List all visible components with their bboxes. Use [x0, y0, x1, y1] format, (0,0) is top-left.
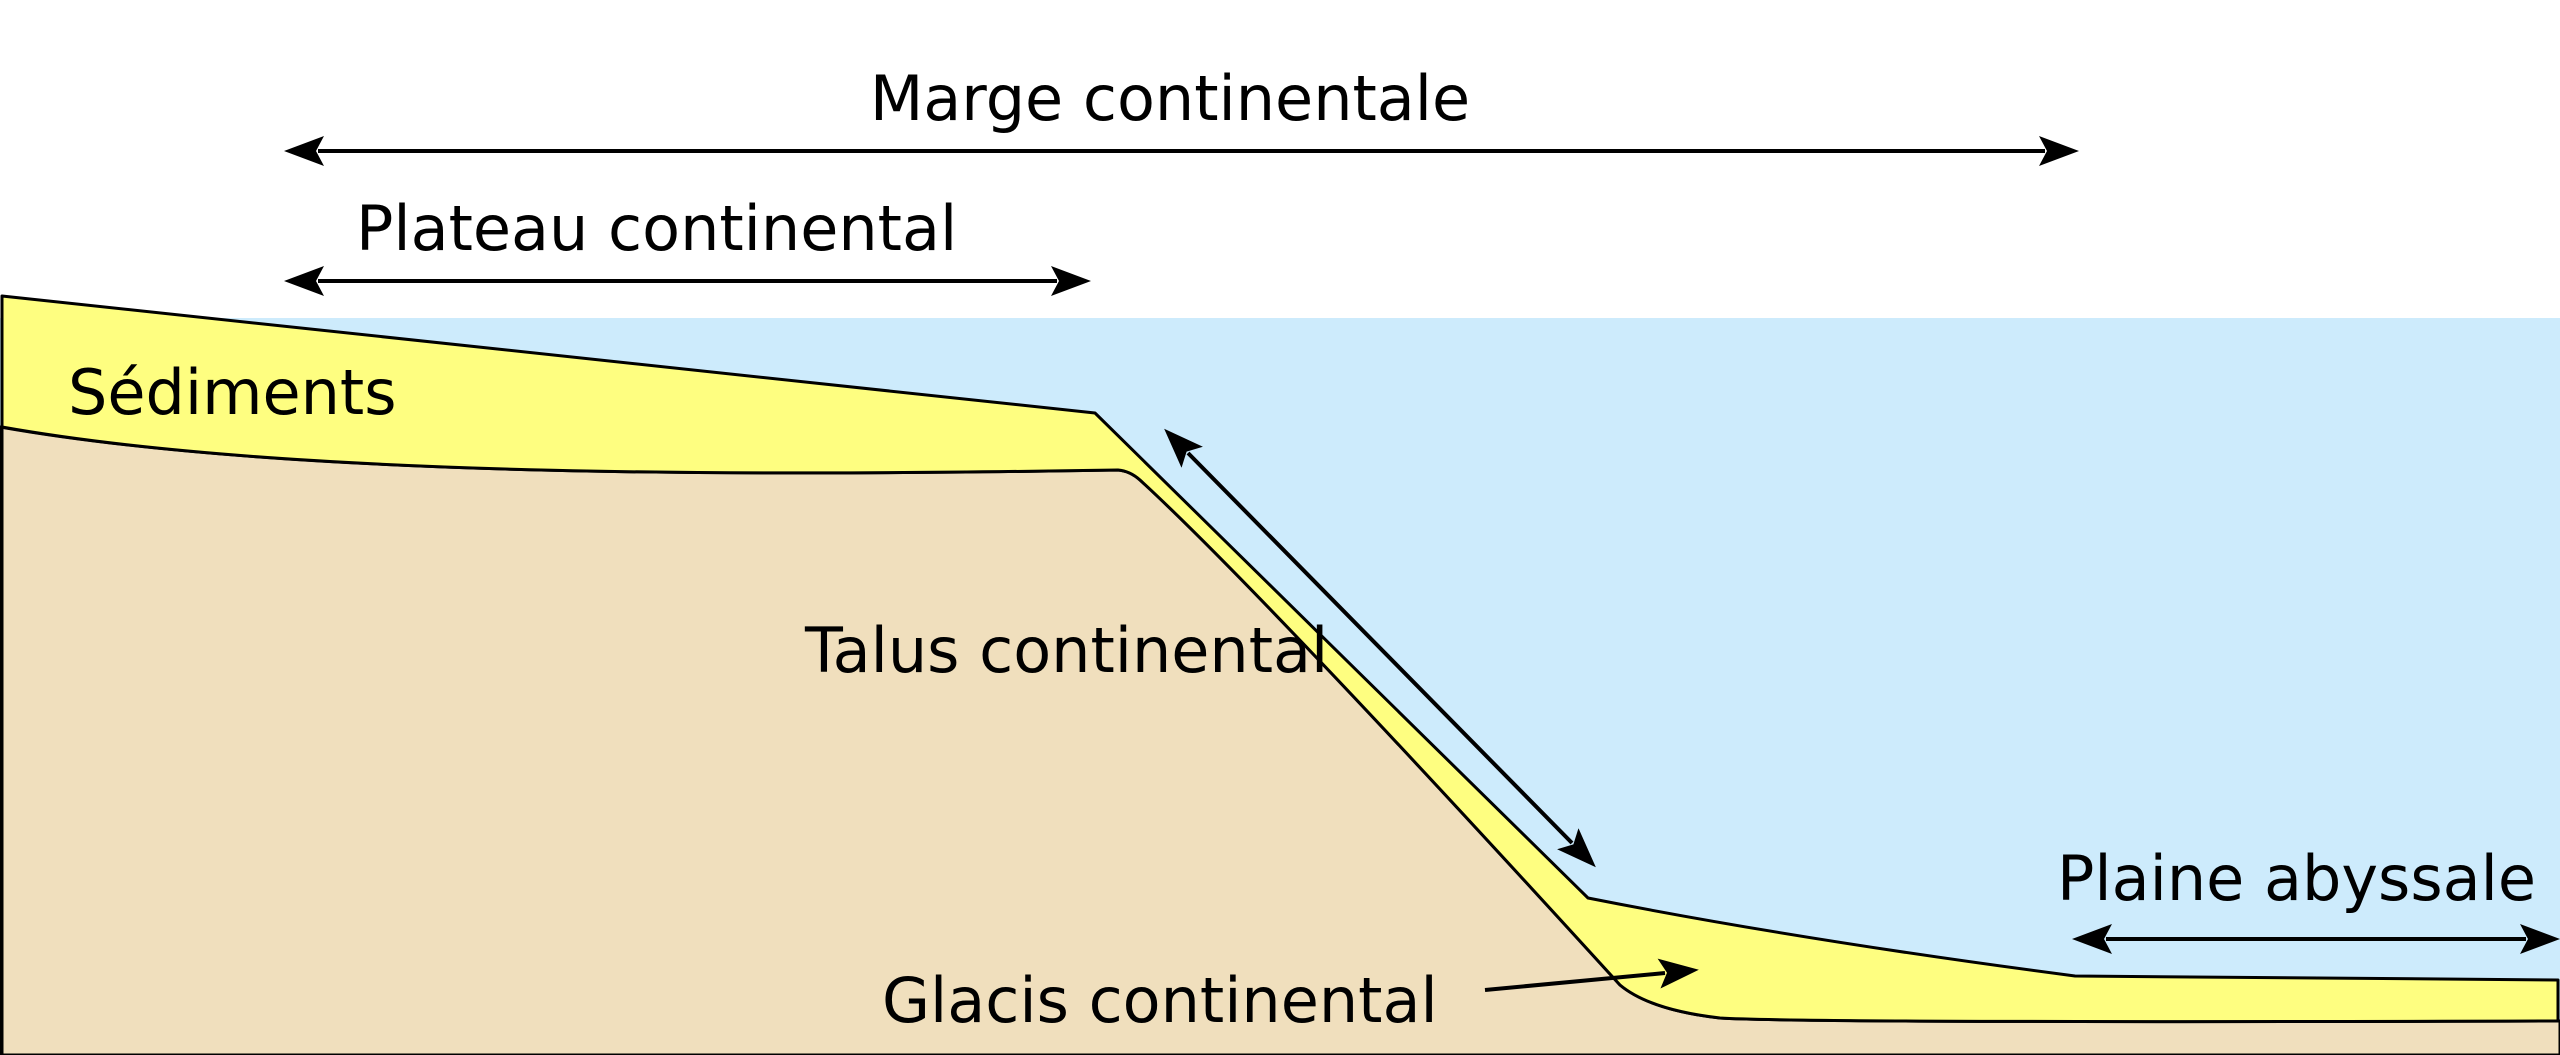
sediment-layer	[0, 294, 2560, 1024]
glacis-pointer	[1484, 958, 1699, 992]
talus-arrow	[1164, 428, 1596, 868]
plaine-label: Plaine abyssale	[2057, 842, 2536, 915]
plateau-label: Plateau continental	[356, 192, 957, 265]
marge-label: Marge continentale	[870, 62, 1470, 135]
sediments-label: Sédiments	[68, 356, 397, 429]
glacis-label: Glacis continental	[882, 964, 1438, 1037]
talus-label: Talus continental	[804, 614, 1328, 687]
